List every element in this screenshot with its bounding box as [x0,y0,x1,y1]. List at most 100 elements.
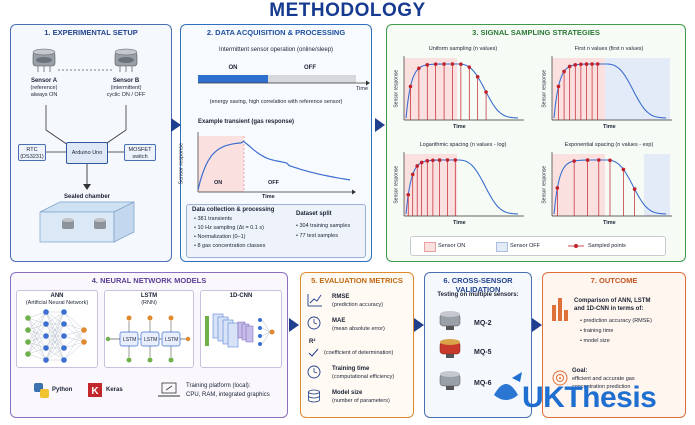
sensor-off-region [605,58,670,120]
sampled-point [632,187,637,191]
ann-edge [27,347,47,355]
sampling-plot-xlabel: Time [453,124,466,130]
sampled-point [445,158,450,162]
metric-sub: (mean absolute error) [332,326,385,332]
sampled-point [595,62,600,66]
laptop-icon [158,382,180,397]
sampled-point [573,63,578,67]
sampled-point [415,164,420,168]
sampling-plot-title: Exponential spacing (n values - exp) [564,142,654,148]
metric-sub: (computational efficiency) [332,374,395,380]
sampled-point [562,69,566,74]
sampled-point [621,167,626,172]
panel-evaluation-metrics: 5. EVALUATION METRICS [300,272,414,418]
lstm-input [147,357,153,363]
outcome-item: • training time [580,328,614,334]
ds-item-text: 77 test samples [299,233,338,239]
arduino-label: Arduino Uno [71,150,103,156]
rtc-box: RTC (DS3231) [18,144,46,161]
lstm-title: LSTM [140,293,158,299]
outcome-item-text: model size [583,338,610,344]
dc-item: • 381 transients [194,216,233,222]
flow-arrow-2-3 [375,118,385,132]
lstm-input [168,357,174,363]
cnn-dense-neuron [258,318,262,322]
dc-item-text: 10 Hz sampling (Δt = 0.1 s) [197,225,264,231]
dc-title: Data collection & processing [192,207,275,213]
outcome-item: • model size [580,338,610,344]
goal-label: Goal: [572,368,588,374]
ann-edge [45,311,65,361]
transient-on-label: ON [214,180,223,186]
lstm-input [126,357,132,363]
ann-edge [45,323,65,361]
sensor-a-sub2: always ON [30,92,58,98]
metric-sub: (coefficient of determination) [324,350,394,356]
lstm-cell-label: LSTM [144,337,158,343]
outcome-item: • prediction accuracy (RMSE) [580,318,652,324]
python-label: Python [52,387,73,393]
ann-edge [63,311,85,331]
ann-edge [45,311,65,337]
sampled-point [467,65,472,69]
mq5-sensor-icon [439,339,461,358]
ann-edge [45,311,65,325]
sampled-point [453,158,458,162]
ann-edge [63,323,85,331]
metric-name: R² [309,339,316,345]
cnn-network-icon [205,313,275,348]
ann-neuron [43,309,49,315]
sampled-point [459,62,463,66]
ds-title: Dataset split [296,211,332,217]
ann-edge [63,329,85,337]
sampling-plot-log [403,152,524,217]
ann-network-icon [25,309,87,363]
bar-chart-icon [552,298,568,321]
sensor-on-region [552,154,606,216]
metric-name: RMSE [332,294,350,300]
sampled-point [579,62,583,67]
page-title: METHODOLOGY [269,0,426,21]
on-label: ON [228,65,238,71]
cnn-pool-map [245,325,254,343]
sampled-point [572,159,576,163]
sensor-on-region [404,58,458,120]
cnn-edge [261,327,271,333]
sensor-off-region [644,154,670,216]
sampling-legend [410,236,666,256]
sensor-b-icon [114,48,138,72]
transient-off-label: OFF [268,180,279,186]
sampling-plot-title: First n values (first n values) [574,46,644,52]
sensor-b-sub2: cyclic ON / OFF [106,92,146,98]
mq6-sensor-icon [439,371,461,390]
mosfet-sub: switch [132,153,148,160]
lstm-subtitle: (RNN) [141,300,157,306]
lstm-cell-label: LSTM [165,337,179,343]
database-icon [308,389,320,403]
legend-off-label: Sensor OFF [510,243,540,249]
ann-neuron [81,327,87,333]
ann-edge [63,329,85,361]
sensor-a-sub1: (reference) [30,85,58,91]
sampling-plot-xlabel: Time [603,220,616,226]
legend-on-swatch [424,242,436,252]
goal-line1: efficient and accurate gas [572,376,635,382]
ann-edge [45,335,65,361]
stopwatch-icon [307,365,321,379]
legend-off-swatch [496,242,508,252]
lstm-network-icon [105,315,191,363]
ann-neuron [43,345,49,351]
sampled-point [555,186,560,190]
metric-sub: (number of parameters) [332,398,390,404]
cnn-edge [261,319,271,333]
ann-neuron [61,321,67,327]
sampled-point [450,62,455,66]
sampled-point [556,84,561,89]
energy-note: (energy saving, high correlation with re… [209,99,343,105]
